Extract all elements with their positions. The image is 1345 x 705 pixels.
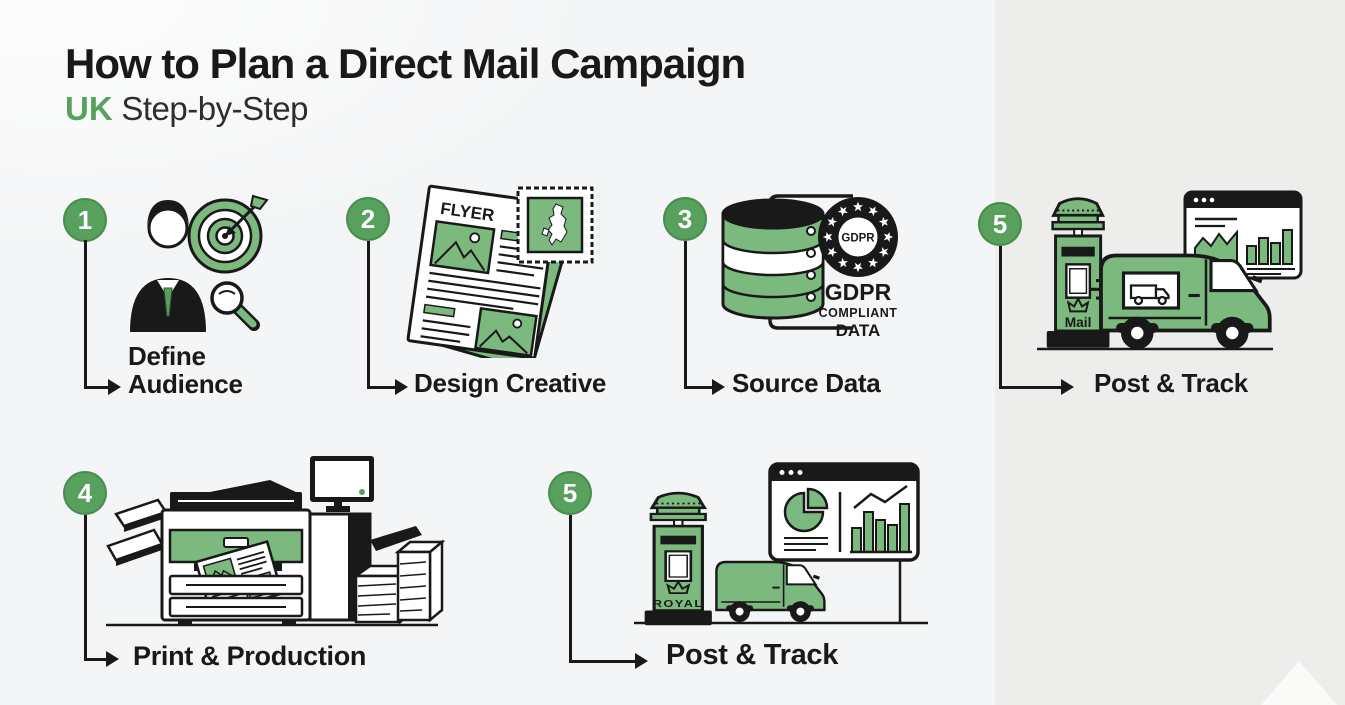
step-label-post-track-bottom: Post & Track xyxy=(666,639,839,671)
corner-wedge xyxy=(1261,661,1337,705)
svg-text:COMPLIANT: COMPLIANT xyxy=(819,306,898,320)
trend-line-icon xyxy=(853,484,908,509)
connector-line xyxy=(569,515,572,662)
connector-line xyxy=(999,246,1002,388)
connector-line xyxy=(569,660,635,663)
connector-line xyxy=(684,386,712,389)
svg-text:DATA: DATA xyxy=(836,321,881,340)
step-label-define-audience: Define Audience xyxy=(128,341,243,400)
connector-line xyxy=(367,386,395,389)
gdpr-compliant-text: GDPR COMPLIANT DATA xyxy=(819,279,898,340)
postbox-icon: ROYAL xyxy=(644,491,712,626)
connector-line xyxy=(84,240,87,388)
step2-illustration: FLYER xyxy=(406,184,594,358)
stamp-icon xyxy=(516,186,594,264)
uk-map-icon xyxy=(541,203,568,246)
step-label-post-track-top: Post & Track xyxy=(1094,368,1248,398)
step-badge-1: 1 xyxy=(63,198,107,242)
analytics-window-icon xyxy=(768,462,920,562)
arrow-right-icon xyxy=(106,651,119,667)
step3-illustration: GDPR GDPR COMPLIANT DATA xyxy=(721,194,898,340)
arrow-right-icon xyxy=(635,653,648,669)
postbox-label: ROYAL xyxy=(653,599,704,610)
magnifier-icon xyxy=(210,281,260,331)
database-icon xyxy=(721,198,825,320)
analytics-window-icon xyxy=(1183,190,1303,280)
svg-text:GDPR: GDPR xyxy=(825,279,892,305)
arrow-right-icon xyxy=(395,379,408,395)
step1-illustration xyxy=(130,194,269,332)
step5-bottom-illustration: ROYAL xyxy=(634,462,928,626)
paper-stack-icon xyxy=(394,539,445,623)
gdpr-badge-icon: GDPR xyxy=(818,197,898,277)
printer-icon xyxy=(106,456,422,625)
header: How to Plan a Direct Mail Campaign UK St… xyxy=(65,40,746,128)
step-badge-2: 2 xyxy=(346,197,390,241)
arrow-right-icon xyxy=(712,379,725,395)
crown-icon xyxy=(1066,296,1090,313)
bracket-line xyxy=(768,310,853,330)
postbox-label: Mail xyxy=(1065,315,1092,330)
step-badge-5-bottom: 5 xyxy=(548,471,592,515)
background-right-panel xyxy=(995,0,1345,705)
gdpr-badge-text: GDPR xyxy=(841,233,875,245)
connector-line xyxy=(367,241,370,388)
crown-icon xyxy=(666,579,691,594)
postbox-icon: Mail xyxy=(1046,197,1110,348)
person-icon xyxy=(130,200,206,332)
van-icon xyxy=(1091,253,1272,350)
arrow-right-icon xyxy=(108,379,121,395)
truck-decal-icon xyxy=(1121,271,1181,310)
bar-chart-icon xyxy=(1246,229,1293,265)
subtitle-rest: Step-by-Step xyxy=(112,90,308,128)
step-badge-5-top: 5 xyxy=(978,202,1022,246)
pie-chart-icon xyxy=(783,487,829,533)
page-subtitle: UK Step-by-Step xyxy=(65,90,745,128)
target-icon xyxy=(187,194,269,274)
connector-line xyxy=(84,386,108,389)
van-icon xyxy=(715,560,826,622)
step5-top-illustration: Mail xyxy=(1037,190,1303,351)
step4-illustration xyxy=(106,456,445,627)
monitor-icon xyxy=(310,456,374,512)
step-badge-4: 4 xyxy=(63,471,107,515)
step-label-design-creative: Design Creative xyxy=(414,368,607,398)
connector-line xyxy=(84,515,87,660)
step-badge-3: 3 xyxy=(663,197,707,241)
page-title: How to Plan a Direct Mail Campaign xyxy=(65,40,746,87)
arrow-right-icon xyxy=(1061,379,1074,395)
subtitle-accent: UK xyxy=(65,90,113,128)
step-label-source-data: Source Data xyxy=(732,368,881,398)
connector-line xyxy=(999,386,1061,389)
connector-line xyxy=(84,658,106,661)
connector-line xyxy=(684,241,687,388)
step-label-print-production: Print & Production xyxy=(133,641,367,671)
